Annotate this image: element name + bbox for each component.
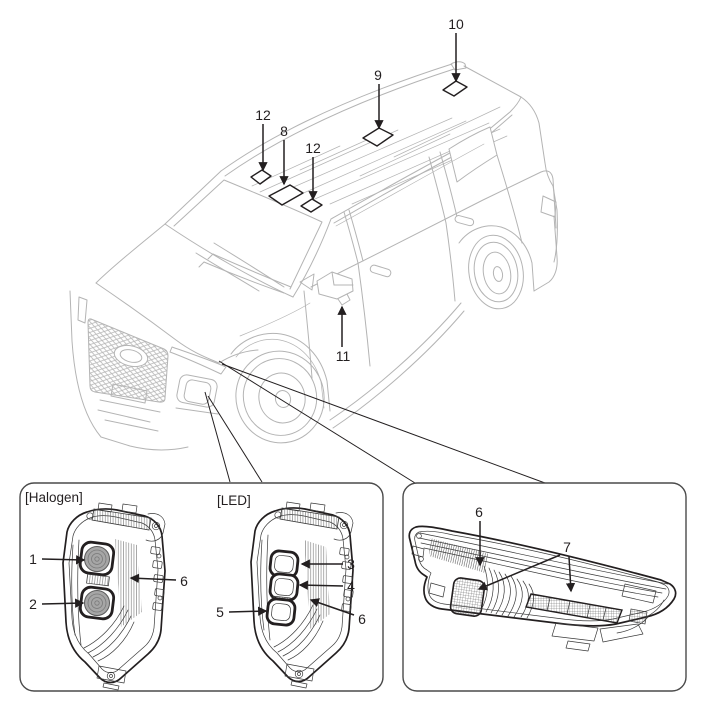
callout-5-label: 5	[216, 604, 224, 620]
front-wheel	[230, 332, 331, 444]
callout-8-label: 8	[280, 123, 288, 139]
rear-door-handle	[454, 215, 475, 227]
callout-11-label: 11	[336, 348, 351, 364]
led-module-top	[268, 549, 300, 579]
callout-4-label: 4	[347, 578, 355, 594]
car-headlamp	[169, 346, 227, 375]
roof-marker-12-right	[300, 198, 323, 213]
callout-10: 10	[448, 16, 464, 83]
led-callouts: 3 4 5 6	[216, 556, 366, 627]
halogen-callouts: 1 2 6	[29, 551, 188, 612]
led-variant-label: [LED]	[217, 493, 251, 508]
roof-marker-9	[362, 127, 394, 147]
callout-7-arrow-right	[565, 556, 576, 593]
callout-2-label: 2	[29, 596, 37, 612]
fog-lamp-detail-box	[19, 482, 384, 692]
callout-6-led-arrow	[309, 598, 355, 616]
headlamp-detail-box	[402, 482, 687, 692]
halogen-low-beam-unit	[78, 585, 116, 621]
car-fog-lamp	[183, 379, 212, 405]
headlamp-leader-lines	[218, 360, 546, 484]
halogen-fog-lamp-drawing	[62, 502, 166, 691]
callout-6-halogen-label: 6	[180, 573, 188, 589]
callout-6-headlamp-label: 6	[475, 504, 483, 520]
callout-12-right-label: 12	[305, 140, 321, 156]
headlamp-right-lamp-section	[525, 593, 623, 624]
callout-1-arrow	[41, 555, 86, 565]
callout-1-label: 1	[29, 551, 37, 567]
callout-9: 9	[374, 67, 384, 130]
wipers	[198, 253, 292, 294]
rear-wheel	[458, 225, 535, 310]
callout-10-label: 10	[448, 16, 464, 32]
roof-marker-12-left	[250, 169, 272, 185]
callout-5-arrow	[228, 606, 268, 616]
led-module-middle	[268, 572, 300, 602]
callout-6-led-label: 6	[358, 611, 366, 627]
quarter-window	[448, 126, 498, 183]
led-fog-lamp-drawing	[250, 501, 354, 689]
callout-12-left-label: 12	[255, 107, 271, 123]
halogen-high-beam-unit	[78, 540, 116, 577]
callout-12-left: 12	[255, 107, 271, 172]
roof-markers	[250, 80, 468, 213]
callout-7-label: 7	[563, 539, 571, 555]
headlamp-callouts: 6 7	[475, 504, 576, 593]
callout-3-label: 3	[347, 556, 355, 572]
callout-11: 11	[336, 305, 351, 364]
front-door-handle	[369, 264, 392, 278]
fog-lamp-leader-lines	[204, 391, 263, 483]
headlamp-drawing	[408, 525, 677, 652]
callout-4-arrow	[298, 580, 344, 590]
vehicle-illustration	[69, 61, 558, 451]
brand-badge	[113, 344, 149, 368]
callout-7-arrow-left	[477, 554, 561, 591]
roof-marker-10	[442, 80, 468, 97]
headlamp-left-lamp-section	[449, 577, 486, 617]
callout-2-arrow	[41, 598, 85, 608]
roof-marker-8	[268, 184, 304, 206]
callout-12-right: 12	[305, 140, 321, 201]
vehicle-callouts: 12 8 12 9 10 11	[255, 16, 464, 364]
halogen-variant-label: [Halogen]	[25, 490, 83, 505]
callout-9-label: 9	[374, 67, 382, 83]
led-module-bottom	[265, 597, 297, 627]
callout-8: 8	[279, 123, 289, 186]
headlamp-upper-lens-section	[429, 538, 489, 573]
callout-6-halogen-arrow	[129, 573, 177, 583]
side-mirror	[299, 271, 354, 306]
